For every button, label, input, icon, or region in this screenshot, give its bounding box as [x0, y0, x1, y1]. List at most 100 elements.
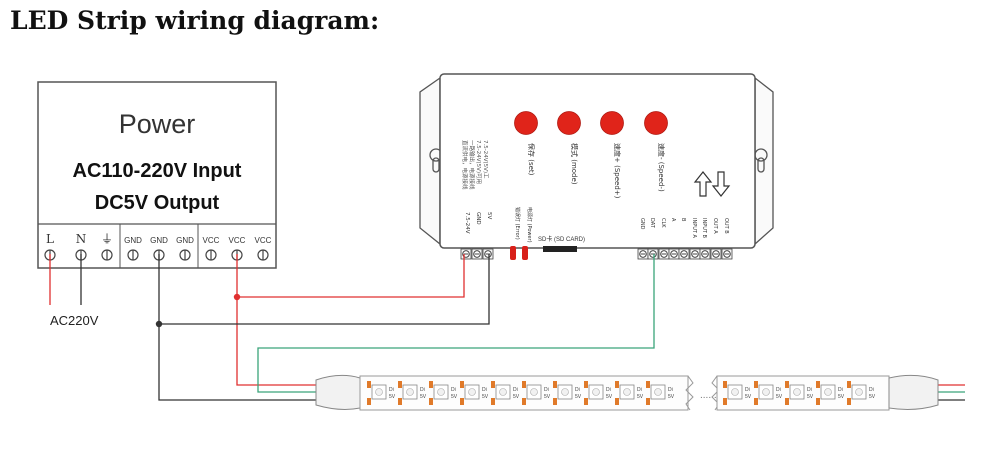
power-terminal-label: VCC: [203, 236, 220, 245]
controller-button-label: 速度- (Speed-): [657, 143, 666, 192]
controller-output-terminal-label: OUT A: [712, 218, 718, 234]
arrow-up-icon: [693, 171, 713, 197]
terminal-screw-icon: [723, 250, 731, 258]
arrow-down-icon: [711, 171, 731, 197]
power-terminal-label: VCC: [255, 236, 272, 245]
ac-label: AC220V: [50, 313, 99, 328]
red-button-icon[interactable]: [600, 111, 624, 135]
power-terminal-label: VCC: [229, 236, 246, 245]
controller-button-label: 保存 (set): [527, 143, 536, 176]
led-chip-label-5v: 5V: [668, 394, 675, 400]
controller-indicators: 错误灯 (Error) 电源灯 (Power): [510, 207, 533, 260]
led-chip-label-5v: 5V: [389, 394, 396, 400]
terminal-screw-icon: [205, 249, 217, 261]
controller-output-terminal-block: [637, 248, 733, 260]
sd-card-slot-icon: [543, 246, 577, 252]
controller-power-terminal-label: 5V: [486, 212, 492, 219]
terminal-screw-icon: [127, 249, 139, 261]
power-terminal-label: GND: [176, 236, 194, 245]
controller-button[interactable]: 速度- (Speed-): [644, 111, 668, 192]
terminal-screw-icon: [484, 250, 492, 258]
led-chip-label-di: Di: [637, 387, 642, 393]
strip-continuation-dots: ........: [700, 390, 722, 401]
sd-card-slot: SD卡 (SD CARD): [538, 235, 585, 252]
red-button-icon[interactable]: [514, 111, 538, 135]
led-chip-label-di: Di: [668, 387, 673, 393]
led-chip-label-di: Di: [776, 387, 781, 393]
controller-button[interactable]: 速度+ (Speed+): [600, 111, 624, 199]
led-chip-label-5v: 5V: [745, 394, 752, 400]
controller-power-terminal-label: GND: [475, 212, 481, 225]
power-output-label: DC5V Output: [95, 192, 220, 214]
strip-chips: Di5VDi5VDi5VDi5VDi5VDi5VDi5VDi5VDi5VDi5V…: [367, 381, 876, 405]
power-input-label: AC110-220V Input: [73, 160, 242, 182]
vcc-wire-controller: [236, 254, 465, 298]
led-chip-label-di: Di: [606, 387, 611, 393]
red-button-icon[interactable]: [557, 111, 581, 135]
power-label: Power: [119, 109, 196, 139]
led-chip-label-di: Di: [482, 387, 487, 393]
red-button-icon[interactable]: [644, 111, 668, 135]
led-chip-label-di: Di: [420, 387, 425, 393]
led-chip-label-di: Di: [575, 387, 580, 393]
power-note-line: 直流供电，电源接线: [461, 140, 469, 190]
led-chip-label-5v: 5V: [451, 394, 458, 400]
indicator-label: 电源灯 (Power): [526, 207, 533, 243]
power-note-line: 一路输出，电源接线: [468, 140, 476, 190]
gnd-junction: [155, 320, 163, 328]
led-chip-label-di: Di: [389, 387, 394, 393]
terminal-screw-icon: [101, 249, 113, 261]
controller-button-label: 模式 (mode): [570, 143, 579, 185]
terminal-screw-icon: [691, 250, 699, 258]
led-chip-label-5v: 5V: [420, 394, 427, 400]
terminal-screw-icon: [680, 250, 688, 258]
strip-sleeve-right: [888, 374, 939, 410]
controller-button[interactable]: 模式 (mode): [557, 111, 581, 185]
gnd-wire-controller: [158, 254, 490, 325]
led-chip-label-di: Di: [869, 387, 874, 393]
terminal-screw-icon: [179, 249, 191, 261]
strip-sleeve-left: [315, 374, 361, 410]
led-chip-label-5v: 5V: [807, 394, 814, 400]
wires: [49, 254, 965, 401]
led-chip-label-di: Di: [807, 387, 812, 393]
controller-output-terminal-label: INPUT B: [701, 218, 707, 239]
led-chip-label-5v: 5V: [637, 394, 644, 400]
led-chip-label-5v: 5V: [544, 394, 551, 400]
power-terminal-label: GND: [124, 236, 142, 245]
controller-output-terminal-label: A: [670, 218, 676, 222]
led-chip-label-5v: 5V: [513, 394, 520, 400]
power-supply-body: [37, 81, 277, 269]
led-strip: ........ Di5VDi5VDi5VDi5VDi5VDi5VDi5VDi5…: [315, 374, 939, 411]
led-chip-label-di: Di: [838, 387, 843, 393]
controller-button[interactable]: 保存 (set): [514, 111, 538, 176]
indicator-label: 错误灯 (Error): [514, 207, 521, 240]
terminal-screw-icon: [639, 250, 647, 258]
strip-cut-edge: [685, 375, 694, 411]
power-note-line: 7.5-24V(5V)可用: [475, 140, 482, 184]
terminal-screw-icon: [257, 249, 269, 261]
controller-output-terminal-label: B: [680, 218, 686, 222]
terminal-screw-icon: [660, 250, 668, 258]
controller-output-terminal-label: INPUT A: [691, 218, 697, 239]
led-chip-label-5v: 5V: [776, 394, 783, 400]
power-terminal-label: N: [76, 232, 87, 246]
data-wire: [257, 254, 655, 393]
controller-buttons: 保存 (set) 模式 (mode) 速度+ (Speed+) 速度- (Speed-…: [514, 111, 668, 199]
